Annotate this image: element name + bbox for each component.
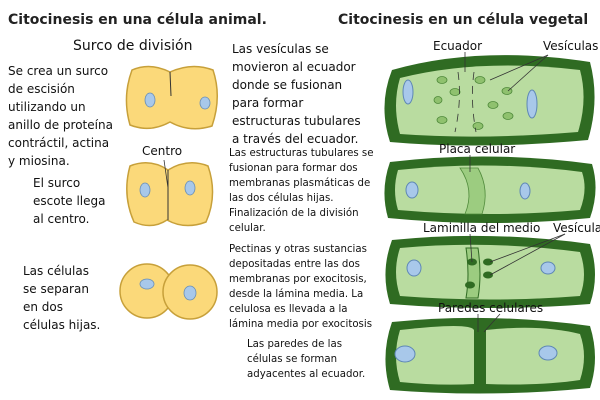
cell-walls-label: Paredes celulares xyxy=(438,301,544,315)
plant-title: Citocinesis en un célula vegetal xyxy=(338,12,589,28)
vesicles-label: Vesículas xyxy=(543,39,599,53)
plant-cell-walls xyxy=(385,313,595,394)
animal-step3-text: Las células se separan en dos células hi… xyxy=(23,264,101,332)
middle-lamella-label: Laminilla del medio xyxy=(423,221,541,235)
animal-title: Citocinesis en una célula animal. xyxy=(8,12,267,28)
center-label: Centro xyxy=(142,144,183,158)
vesicle-label: Vesícula xyxy=(553,221,600,235)
animal-step2-text: El surco escote llega al centro. xyxy=(33,176,106,226)
equator-label: Ecuador xyxy=(433,39,483,53)
plant-step3-text: Pectinas y otras sustancias depositadas … xyxy=(229,244,373,330)
animal-cell-furrow-center xyxy=(126,159,214,227)
plant-step4-text: Las paredes de las células se forman ady… xyxy=(247,339,366,380)
furrow-label: Surco de división xyxy=(73,38,193,54)
cell-plate-label: Placa celular xyxy=(439,142,516,156)
plant-cell-middle-lamella xyxy=(385,233,595,308)
animal-step1-text: Se crea un surco de escisión utilizando … xyxy=(8,64,113,168)
animal-cell-dividing xyxy=(125,65,218,130)
plant-step1-text: Las vesículas se movieron al ecuador don… xyxy=(232,42,361,146)
plant-cell-plate xyxy=(384,155,596,223)
animal-daughter-cells xyxy=(119,263,218,320)
plant-step2-text: Las estructuras tubulares se fusionan pa… xyxy=(229,148,374,234)
plant-cell-vesicles xyxy=(384,52,595,146)
